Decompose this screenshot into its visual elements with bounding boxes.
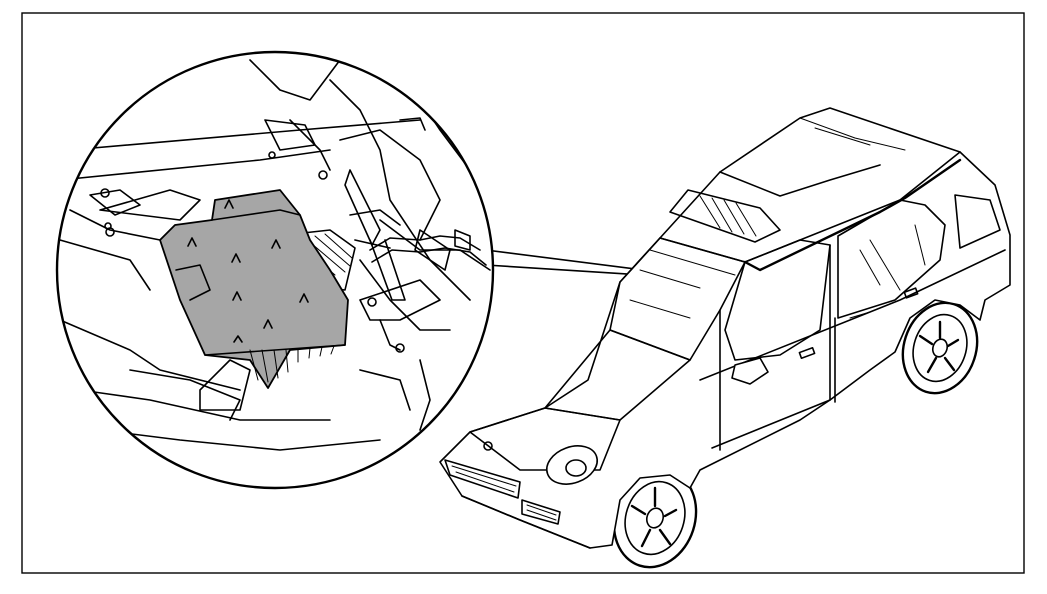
control-unit: [159, 189, 356, 389]
headlight: [546, 445, 598, 485]
control-unit-housing: [159, 189, 349, 389]
front-end: [444, 329, 691, 549]
side-mirror: [731, 357, 769, 385]
detail-magnifier: [55, 50, 495, 490]
illustration-frame: [21, 12, 1025, 574]
front-grille: [444, 459, 521, 499]
windows: [609, 194, 1001, 361]
brand-emblem: [483, 441, 493, 451]
wiring-harness: [369, 235, 481, 251]
magnifier-outline: [55, 50, 495, 490]
vehicle-suv: [439, 107, 1011, 569]
roof-rail: [743, 158, 962, 272]
interior-structure: [59, 59, 491, 451]
